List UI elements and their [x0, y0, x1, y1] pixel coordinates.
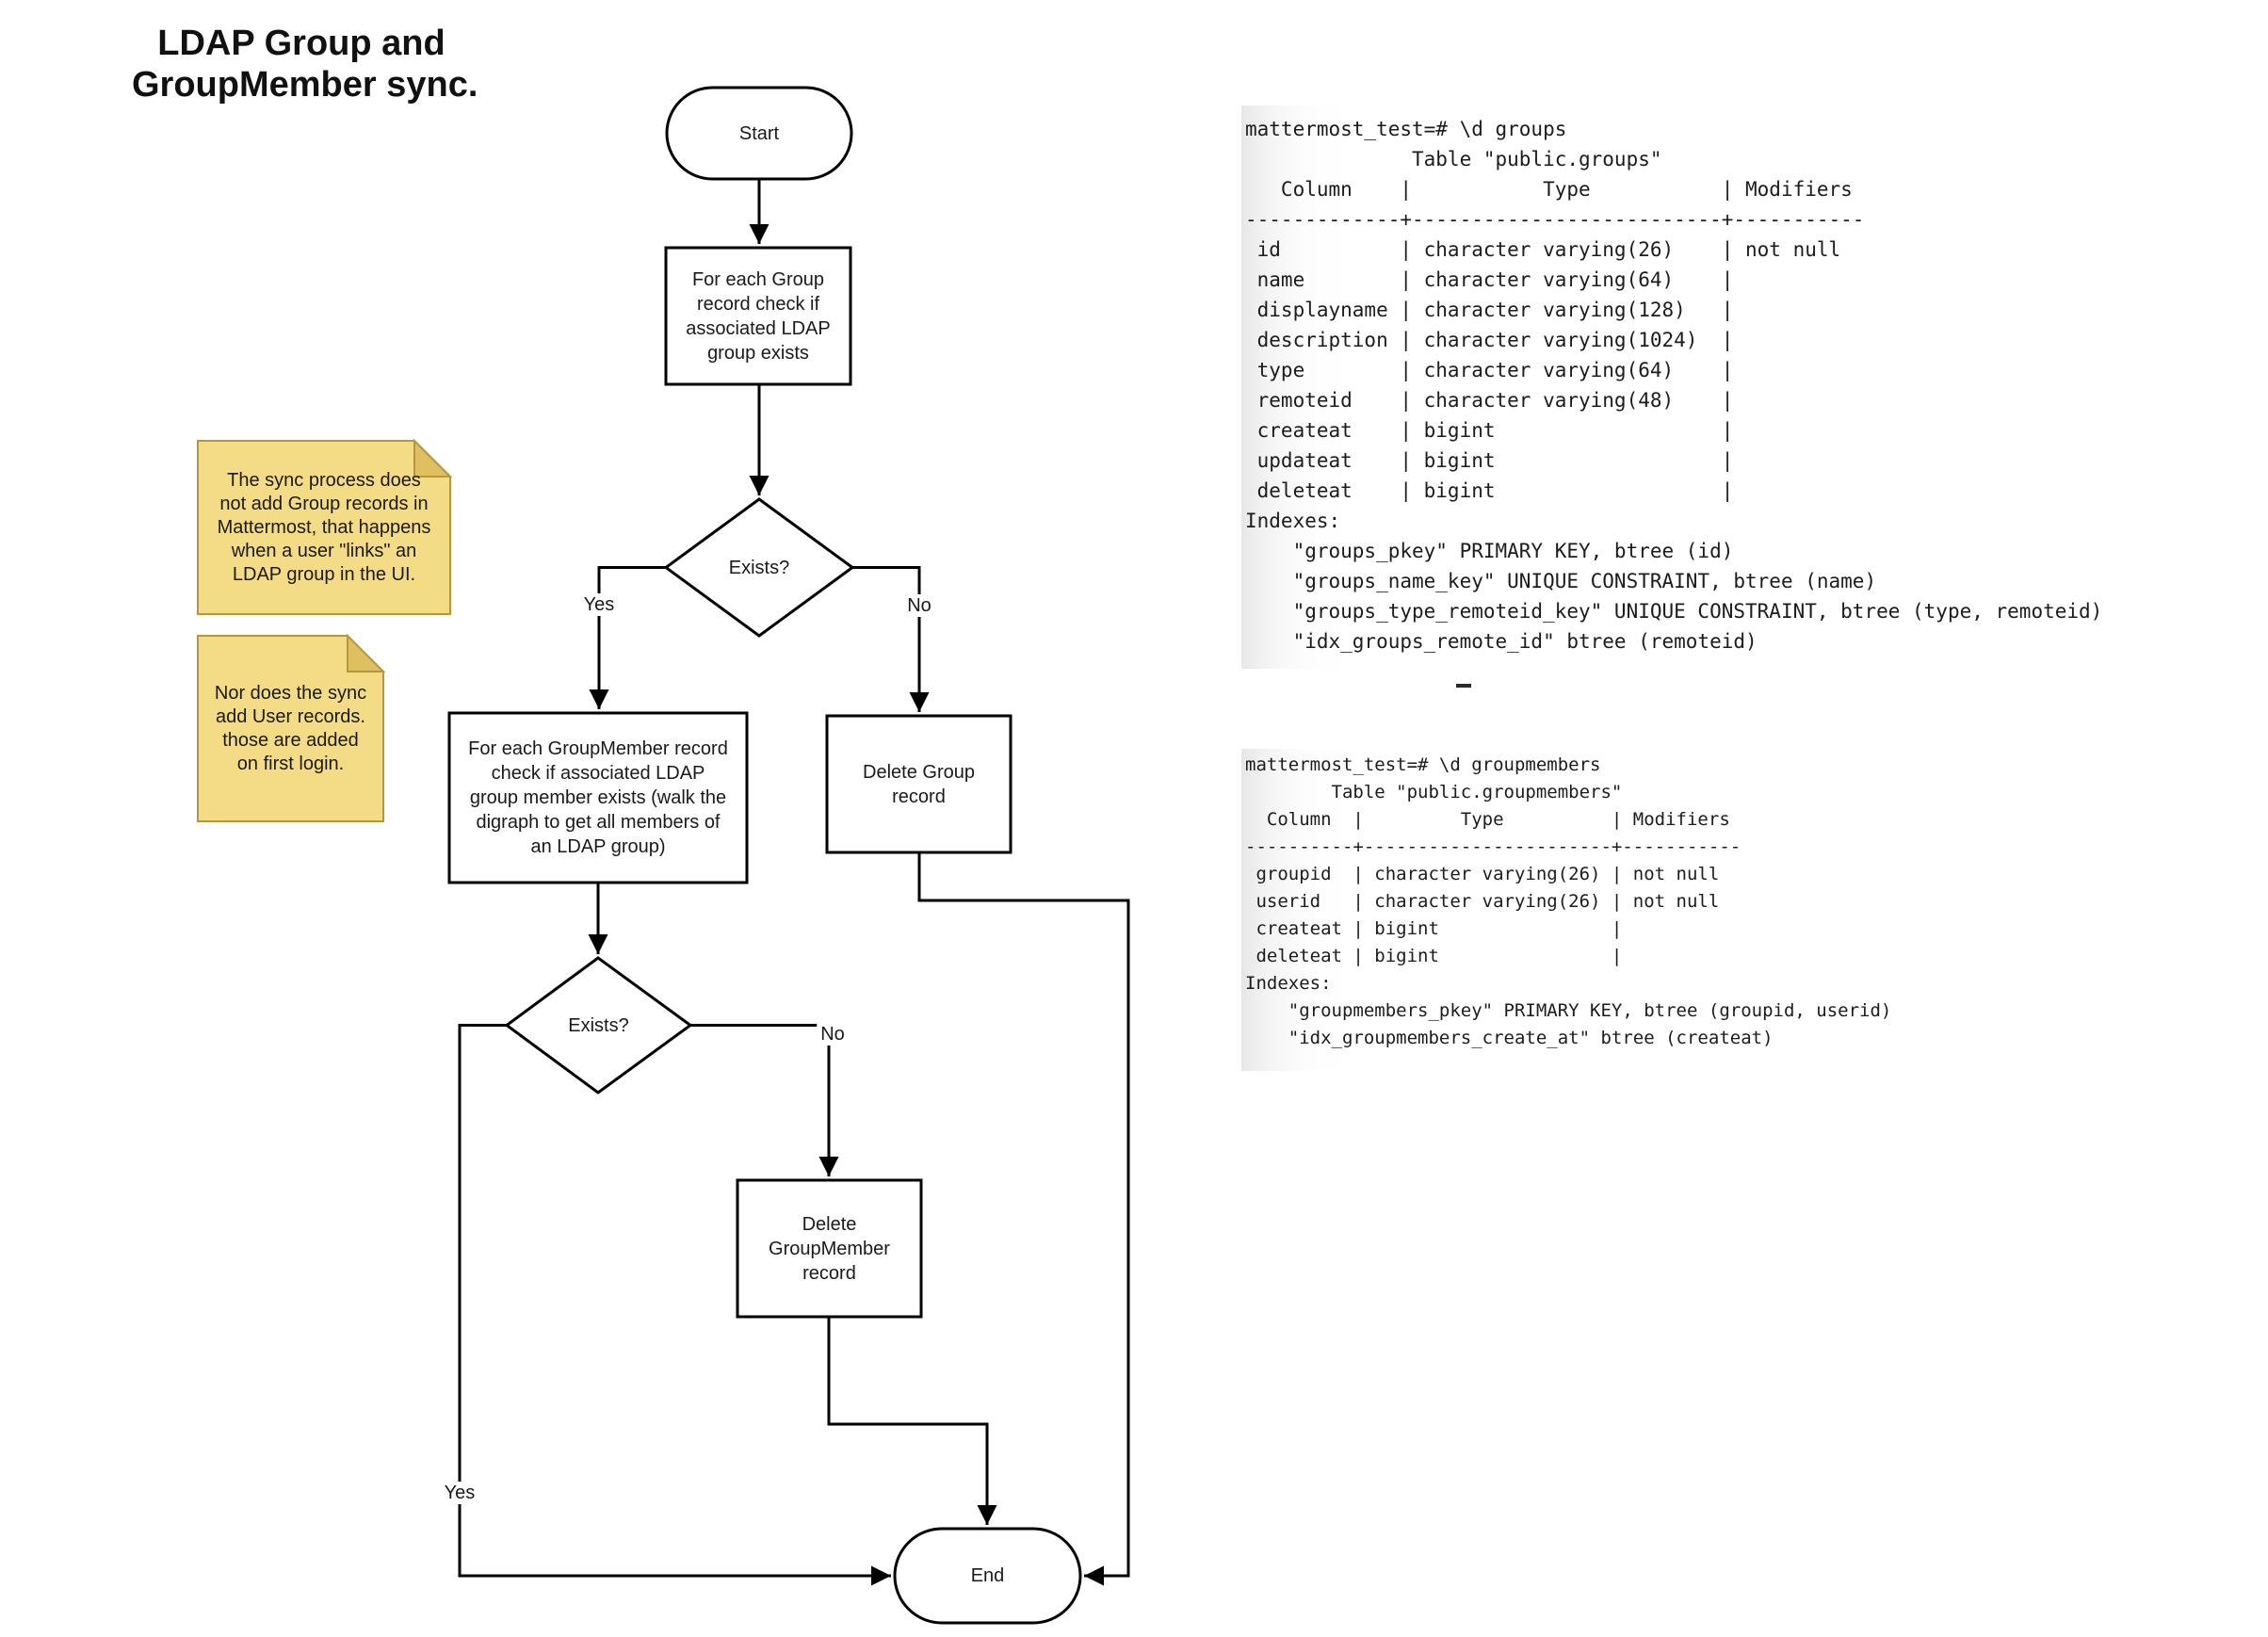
- terminal-cursor: [1456, 684, 1471, 688]
- connector-exists2-no-to-delete-groupmember: [690, 1024, 839, 1176]
- sticky-note-1-text: The sync process does not add Group reco…: [217, 469, 431, 585]
- exists-decision-1: [663, 497, 855, 638]
- terminal-groupmembers-background: [1241, 749, 1985, 1071]
- terminal-groups-output: mattermost_test=# \d groups Table "publi…: [1245, 118, 2103, 653]
- delete-group-node-label: Delete Group record: [863, 761, 975, 807]
- sticky-note-1-fold-icon: [413, 438, 453, 478]
- edge-label-no-1: No: [903, 594, 935, 617]
- terminal-groupmembers-output: mattermost_test=# \d groupmembers Table …: [1245, 754, 1892, 1048]
- exists-decision-2-label: Exists?: [568, 1014, 629, 1036]
- page-title: LDAP Group and GroupMember sync.: [132, 24, 478, 105]
- check-group-node-label: For each Group record check if associate…: [686, 268, 831, 364]
- check-groupmember-node: [447, 711, 749, 884]
- delete-groupmember-node: [736, 1178, 923, 1319]
- exists-decision-1-label: Exists?: [728, 557, 790, 578]
- connector-exists2-yes-to-end: [458, 1024, 891, 1586]
- sticky-note-2-fold-icon: [347, 633, 386, 673]
- exists-decision-2: [504, 956, 693, 1094]
- edge-label-yes-1: Yes: [579, 593, 619, 616]
- end-node: [893, 1527, 1082, 1625]
- start-node: [665, 86, 853, 181]
- connector-exists1-yes-to-check-groupmember: [589, 566, 666, 709]
- edge-label-yes-2: Yes: [440, 1482, 479, 1504]
- check-group-node: [664, 246, 852, 386]
- delete-groupmember-node-label: Delete GroupMember record: [769, 1213, 890, 1284]
- edge-label-no-2: No: [817, 1023, 849, 1045]
- connector-exists1-no-to-delete-group: [852, 566, 930, 712]
- delete-group-node: [825, 714, 1012, 854]
- end-node-label: End: [970, 1565, 1005, 1586]
- connector-delete-group-to-end: [917, 852, 1130, 1586]
- sticky-note-1: [197, 440, 451, 615]
- connector-delete-groupmember-to-end: [827, 1317, 997, 1525]
- sticky-note-2-text: Nor does the sync add User records. thos…: [214, 682, 367, 774]
- sticky-note-2: [197, 635, 384, 822]
- start-node-label: Start: [738, 122, 780, 144]
- check-groupmember-node-label: For each GroupMember record check if ass…: [468, 738, 728, 857]
- terminal-groups-background: [1241, 105, 2183, 669]
